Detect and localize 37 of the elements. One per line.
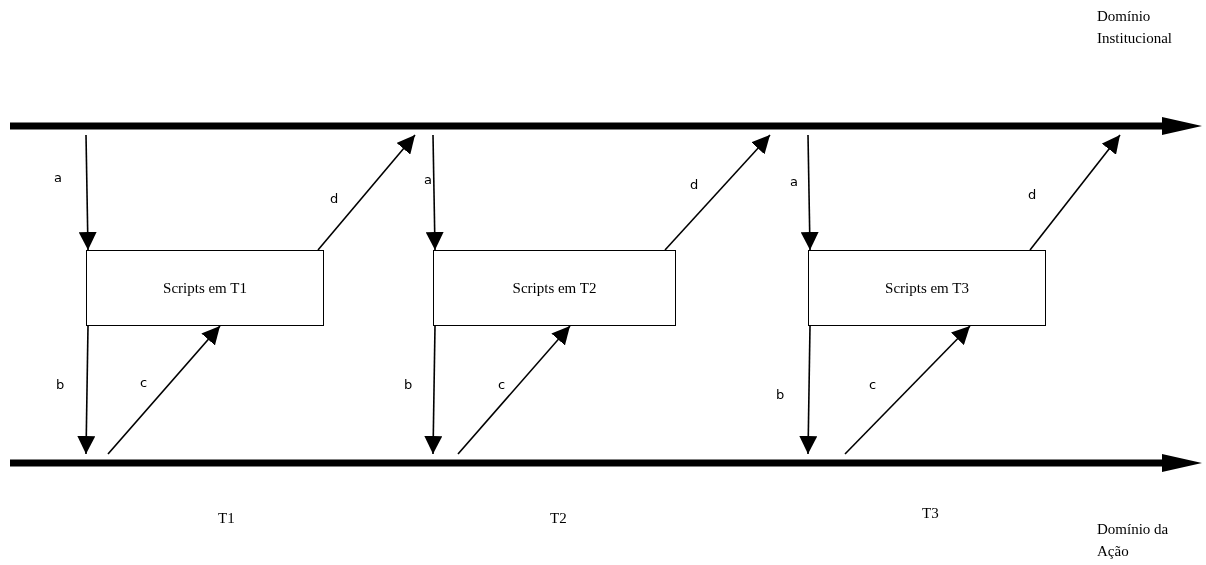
arrow [107,325,221,455]
arrow [424,325,443,455]
edge-label: b [404,376,413,394]
edge-label: c [498,376,506,394]
edge-label: a [790,173,798,191]
edge-label: a [424,171,432,189]
edge-label: c [869,376,877,394]
domain-label: Domínio da Ação [1097,520,1170,561]
edge-label: c [140,374,148,392]
edge-label: d [1028,186,1037,204]
arrow [800,134,819,251]
time-label: T1 [218,509,235,528]
time-label: T2 [550,509,567,528]
box-text: Scripts em T2 [512,279,597,297]
edge-label: a [54,169,62,187]
box-text: Scripts em T3 [885,279,969,297]
time-label: T3 [922,504,939,523]
scripts-box [86,250,324,326]
arrow [425,134,444,251]
edge-label: b [776,386,785,404]
arrow [317,134,416,251]
domain-arrow [10,454,1202,472]
edge-label: d [690,176,699,194]
edge-label: b [56,376,65,394]
arrow [664,134,771,251]
arrow [78,134,97,251]
scripts-box [808,250,1046,326]
arrow [457,325,571,455]
edge-label: d [330,190,339,208]
arrow [799,325,818,455]
domain-label: Domínio Institucional [1097,7,1173,48]
arrow [1029,134,1121,251]
arrow [844,325,971,455]
box-text: Scripts em T1 [163,279,247,297]
arrow [77,325,96,455]
scripts-box [433,250,676,326]
domain-arrow [10,117,1202,135]
